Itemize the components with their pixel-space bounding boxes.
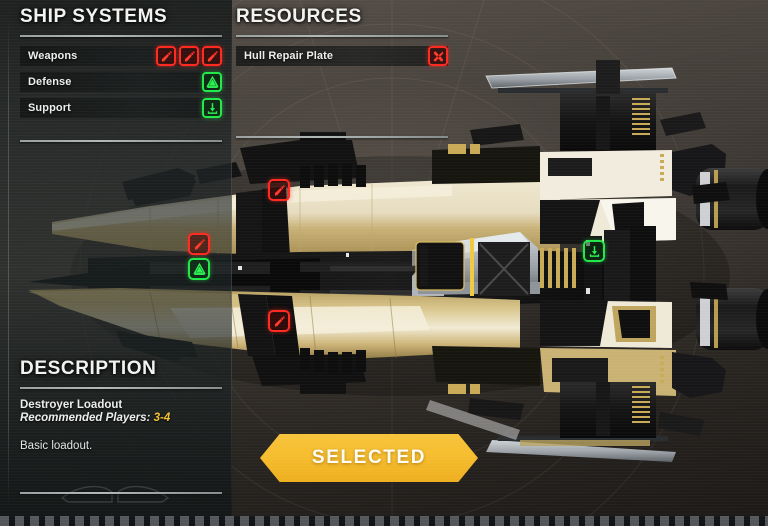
description-title: DESCRIPTION xyxy=(20,358,157,379)
ship-system-row[interactable]: Support xyxy=(20,98,222,118)
recommended-players: Recommended Players: 3-4 xyxy=(20,412,222,424)
ship-systems-divider-bottom xyxy=(20,140,222,142)
weapon-marker-top[interactable] xyxy=(268,179,290,201)
support-icon-badge[interactable] xyxy=(583,240,605,262)
weapon-icon xyxy=(161,50,172,62)
resources-divider-top xyxy=(236,35,448,37)
weapon-icon xyxy=(274,315,285,327)
ship-system-row-icons xyxy=(202,98,222,118)
left-edge-line xyxy=(8,18,9,506)
ship-system-row-label: Weapons xyxy=(28,50,78,62)
defense-marker-mid[interactable] xyxy=(188,258,210,280)
weapon-icon-badge[interactable] xyxy=(188,233,210,255)
ship-systems-title: SHIP SYSTEMS xyxy=(20,6,168,27)
support-icon-badge[interactable] xyxy=(202,98,222,118)
bottom-dashed-strip xyxy=(0,516,768,526)
resources-title: RESOURCES xyxy=(236,6,362,27)
ship-system-row-label: Defense xyxy=(28,76,72,88)
weapon-icon xyxy=(207,50,218,62)
ship-system-row[interactable]: Defense xyxy=(20,72,222,92)
ship-system-row[interactable]: Weapons xyxy=(20,46,222,66)
ship-system-row-icons xyxy=(156,46,222,66)
resource-row-icons xyxy=(428,46,448,66)
weapon-marker-bottom[interactable] xyxy=(268,310,290,332)
resources-divider-bottom xyxy=(236,136,448,138)
ship-system-row-icons xyxy=(202,72,222,92)
shield-icon xyxy=(205,75,219,88)
support-marker-right[interactable] xyxy=(583,240,605,262)
description-panel: DESCRIPTION Destroyer Loadout Recommende… xyxy=(20,358,222,494)
weapon-icon xyxy=(274,184,285,196)
description-divider-bottom xyxy=(20,492,222,494)
resource-row[interactable]: Hull Repair Plate xyxy=(236,46,448,66)
repair-icon-badge[interactable] xyxy=(428,46,448,66)
weapon-icon-badge[interactable] xyxy=(202,46,222,66)
resources-panel: RESOURCES Hull Repair Plate xyxy=(236,6,448,138)
resources-rows: Hull Repair Plate xyxy=(236,46,448,66)
weapon-icon xyxy=(184,50,195,62)
shield-icon-badge[interactable] xyxy=(188,258,210,280)
recommended-players-value: 3-4 xyxy=(153,412,171,424)
support-icon xyxy=(207,102,217,114)
selected-button[interactable]: SELECTED xyxy=(260,434,478,482)
weapon-icon-badge[interactable] xyxy=(268,179,290,201)
weapon-icon xyxy=(194,238,205,250)
recommended-players-label: Recommended Players: xyxy=(20,412,151,424)
weapon-marker-mid[interactable] xyxy=(188,233,210,255)
description-divider-top xyxy=(20,387,222,389)
ship-systems-divider-top xyxy=(20,35,222,37)
weapon-icon-badge[interactable] xyxy=(179,46,199,66)
weapon-icon-badge[interactable] xyxy=(156,46,176,66)
repair-icon xyxy=(433,50,443,61)
support-icon xyxy=(589,245,599,257)
weapon-icon-badge[interactable] xyxy=(268,310,290,332)
loadout-name: Destroyer Loadout xyxy=(20,399,123,411)
ship-system-row-label: Support xyxy=(28,102,71,114)
shield-icon-badge[interactable] xyxy=(202,72,222,92)
description-body: Basic loadout. xyxy=(20,440,93,452)
shield-icon xyxy=(192,262,206,275)
selected-button-label: SELECTED xyxy=(311,447,427,468)
resource-row-label: Hull Repair Plate xyxy=(244,50,334,62)
